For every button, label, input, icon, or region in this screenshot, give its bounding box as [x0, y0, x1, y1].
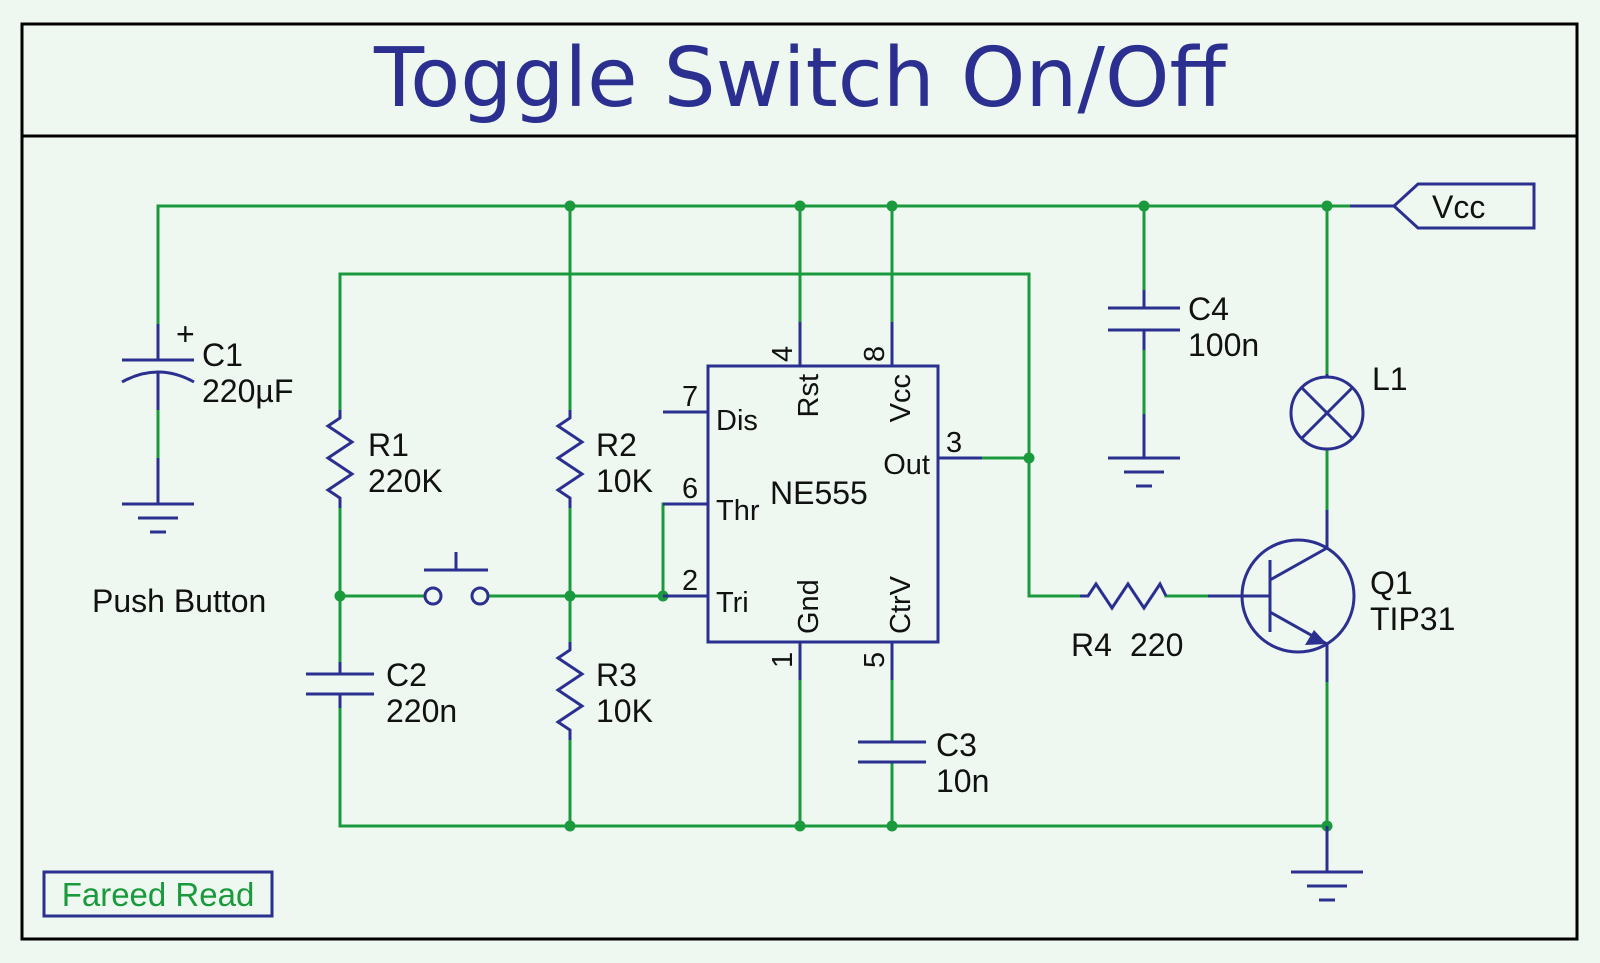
r2-value: 10K	[596, 463, 653, 499]
r2-name: R2	[596, 427, 637, 463]
c2-name: C2	[386, 657, 427, 693]
r4-name: R4	[1071, 627, 1112, 663]
pin-ctrv-number: 5	[859, 652, 891, 668]
transistor-q1: Q1 TIP31	[1208, 510, 1455, 682]
l1-name: L1	[1372, 361, 1408, 397]
pin-gnd-number: 1	[767, 652, 799, 668]
pin-vcc-number: 8	[859, 346, 891, 362]
pin-dis-number: 7	[682, 381, 698, 413]
pin-ctrv-label: CtrV	[885, 575, 917, 634]
capacitor-c4: C4 100n	[1108, 290, 1259, 363]
outer-frame	[20, 22, 1579, 941]
pin-vcc-label: Vcc	[885, 374, 917, 422]
junction-dot	[1321, 200, 1333, 212]
c1-name: C1	[202, 337, 243, 373]
pin-thr-number: 6	[682, 473, 698, 505]
push-button: Push Button	[92, 552, 490, 619]
q1-value: TIP31	[1370, 601, 1455, 637]
junction-dot	[564, 200, 576, 212]
r3-name: R3	[596, 657, 637, 693]
pin-tri-number: 2	[682, 565, 698, 597]
ground-c4	[1108, 414, 1180, 488]
lamp-l1: L1	[1289, 361, 1408, 451]
junction-dot	[1023, 452, 1035, 464]
c4-name: C4	[1188, 291, 1229, 327]
junction-dot	[1138, 200, 1150, 212]
junction-dot	[564, 820, 576, 832]
capacitor-c1: + C1 220µF	[121, 316, 293, 410]
r4-value: 220	[1130, 627, 1183, 663]
r3-value: 10K	[596, 693, 653, 729]
junction-dot	[886, 820, 898, 832]
vcc-port-label: Vcc	[1432, 189, 1485, 225]
pin-out-number: 3	[946, 427, 962, 459]
push-button-label: Push Button	[92, 583, 266, 619]
q1-name: Q1	[1370, 565, 1413, 601]
junction-dot	[886, 200, 898, 212]
pin-dis-label: Dis	[716, 405, 758, 437]
c1-polarity: +	[176, 316, 195, 352]
pin-thr-label: Thr	[716, 495, 760, 527]
junction-dot	[794, 820, 806, 832]
emitter-arrow-icon	[1305, 630, 1327, 645]
c3-name: C3	[936, 727, 977, 763]
c4-value: 100n	[1188, 327, 1259, 363]
resistor-r4: R4 220	[1071, 581, 1183, 663]
resistor-r2: R2 10K	[555, 410, 653, 508]
ic-ne555: NE555 Dis 7 Thr 6 Tri 2 Out 3 Rst 4 Vcc …	[663, 322, 982, 680]
resistor-r1: R1 220K	[325, 410, 443, 508]
pin-tri-label: Tri	[716, 587, 749, 619]
pin-rst-number: 4	[767, 346, 799, 362]
credit-box: Fareed Read	[42, 870, 274, 918]
pin-out-label: Out	[883, 449, 930, 481]
junction-dot	[564, 590, 576, 602]
ground-main	[1291, 826, 1363, 902]
junction-dot	[794, 200, 806, 212]
r1-name: R1	[368, 427, 409, 463]
ic-name: NE555	[770, 475, 868, 511]
vcc-port: Vcc	[1350, 182, 1536, 230]
pin-rst-label: Rst	[793, 374, 825, 418]
ground-c1	[122, 458, 194, 534]
resistor-r3: R3 10K	[555, 642, 653, 740]
junction-dots	[334, 200, 1333, 832]
junction-dot	[334, 590, 346, 602]
pin-gnd-label: Gnd	[793, 579, 825, 634]
c2-value: 220n	[386, 693, 457, 729]
diagram-title: Toggle Switch On/Off	[373, 31, 1229, 126]
capacitor-c2: C2 220n	[306, 657, 457, 729]
r1-value: 220K	[368, 463, 443, 499]
c1-value: 220µF	[202, 373, 293, 409]
capacitor-c3: C3 10n	[858, 727, 989, 799]
credit-label: Fareed Read	[62, 876, 255, 913]
c3-value: 10n	[936, 763, 989, 799]
